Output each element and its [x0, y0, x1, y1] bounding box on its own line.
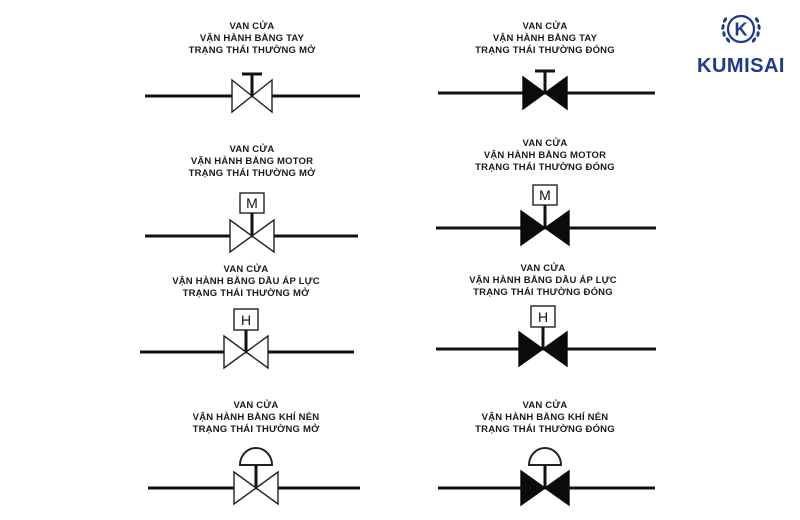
caption-line-1: VAN CỬA [523, 137, 568, 149]
caption-line-1: VAN CỬA [230, 143, 275, 155]
valve-body-open [231, 78, 254, 114]
caption-line-1: VAN CỬA [523, 399, 568, 411]
valve-body-open [250, 218, 275, 254]
caption-line-2: VẬN HÀNH BẰNG TAY [493, 32, 598, 44]
caption-line-2: VẬN HÀNH BẰNG KHÍ NÉN [193, 411, 320, 423]
valve-body-closed [543, 469, 570, 507]
caption-line-2: VẬN HÀNH BẰNG MOTOR [484, 149, 606, 161]
caption-line-3: TRẠNG THÁI THƯỜNG MỞ [189, 167, 316, 179]
hydraulic-actuator-label: H [538, 309, 548, 325]
caption-line-1: VAN CỬA [224, 263, 269, 275]
caption-line-3: TRẠNG THÁI THƯỜNG MỞ [183, 287, 310, 299]
brand-logo: K KUMISAI [697, 14, 785, 77]
valve-symbol-manual-normally-open: VAN CỬA VẬN HÀNH BẰNG TAY TRẠNG THÁI THƯ… [145, 20, 360, 114]
hydraulic-actuator-label: H [241, 312, 251, 328]
valve-body-open [250, 78, 273, 114]
valve-symbol-hydraulic-normally-open: VAN CỬA VẬN HÀNH BẰNG DẦU ÁP LỰC TRẠNG T… [140, 263, 354, 370]
pneumatic-diaphragm-actuator [238, 447, 274, 466]
valve-body-open [223, 334, 248, 370]
caption-line-3: TRẠNG THÁI THƯỜNG ĐÓNG [475, 44, 615, 56]
brand-name: KUMISAI [697, 55, 785, 77]
valve-symbol-manual-normally-closed: VAN CỬA VẬN HÀNH BẰNG TAY TRẠNG THÁI THƯ… [438, 20, 655, 111]
caption-line-2: VẬN HÀNH BẰNG DẦU ÁP LỰC [172, 275, 320, 287]
laurel-wreath-icon [721, 17, 761, 43]
valve-symbol-hydraulic-normally-closed: VAN CỬA VẬN HÀNH BẰNG DẦU ÁP LỰC TRẠNG T… [436, 262, 656, 368]
caption-line-2: VẬN HÀNH BẰNG TAY [200, 32, 305, 44]
motor-actuator-label: M [246, 195, 258, 211]
caption-line-3: TRẠNG THÁI THƯỜNG ĐÓNG [475, 423, 615, 435]
valve-body-closed [541, 330, 568, 368]
logo-circle [726, 14, 756, 44]
valve-symbol-pneumatic-normally-closed: VAN CỬA VẬN HÀNH BẰNG KHÍ NÉN TRẠNG THÁI… [438, 399, 655, 507]
caption-line-1: VAN CỬA [234, 399, 279, 411]
caption-line-3: TRẠNG THÁI THƯỜNG ĐÓNG [473, 286, 613, 298]
valve-body-open [229, 218, 254, 254]
caption-line-3: TRẠNG THÁI THƯỜNG ĐÓNG [475, 161, 615, 173]
caption-line-3: TRẠNG THÁI THƯỜNG MỞ [189, 44, 316, 56]
valve-body-closed [520, 469, 547, 507]
caption-line-2: VẬN HÀNH BẰNG MOTOR [191, 155, 313, 167]
valve-body-open [254, 470, 279, 506]
caption-line-2: VẬN HÀNH BẰNG KHÍ NÉN [482, 411, 609, 423]
valve-symbol-motor-normally-open: VAN CỬA VẬN HÀNH BẰNG MOTOR TRẠNG THÁI T… [145, 143, 358, 254]
valve-symbol-motor-normally-closed: VAN CỬA VẬN HÀNH BẰNG MOTOR TRẠNG THÁI T… [436, 137, 656, 247]
valve-body-open [233, 470, 258, 506]
valve-body-closed [543, 209, 570, 247]
valve-body-open [244, 334, 269, 370]
valve-body-closed [543, 75, 568, 111]
caption-line-2: VẬN HÀNH BẰNG DẦU ÁP LỰC [469, 274, 617, 286]
logo-letter: K [735, 20, 748, 40]
valve-body-closed [522, 75, 547, 111]
caption-line-1: VAN CỬA [521, 262, 566, 274]
caption-line-3: TRẠNG THÁI THƯỜNG MỞ [193, 423, 320, 435]
valve-body-closed [518, 330, 545, 368]
motor-actuator-label: M [539, 187, 551, 203]
pneumatic-diaphragm-actuator [527, 447, 563, 466]
valve-body-closed [520, 209, 547, 247]
caption-line-1: VAN CỬA [230, 20, 275, 32]
caption-line-1: VAN CỬA [523, 20, 568, 32]
valve-symbol-pneumatic-normally-open: VAN CỬA VẬN HÀNH BẰNG KHÍ NÉN TRẠNG THÁI… [148, 399, 360, 506]
